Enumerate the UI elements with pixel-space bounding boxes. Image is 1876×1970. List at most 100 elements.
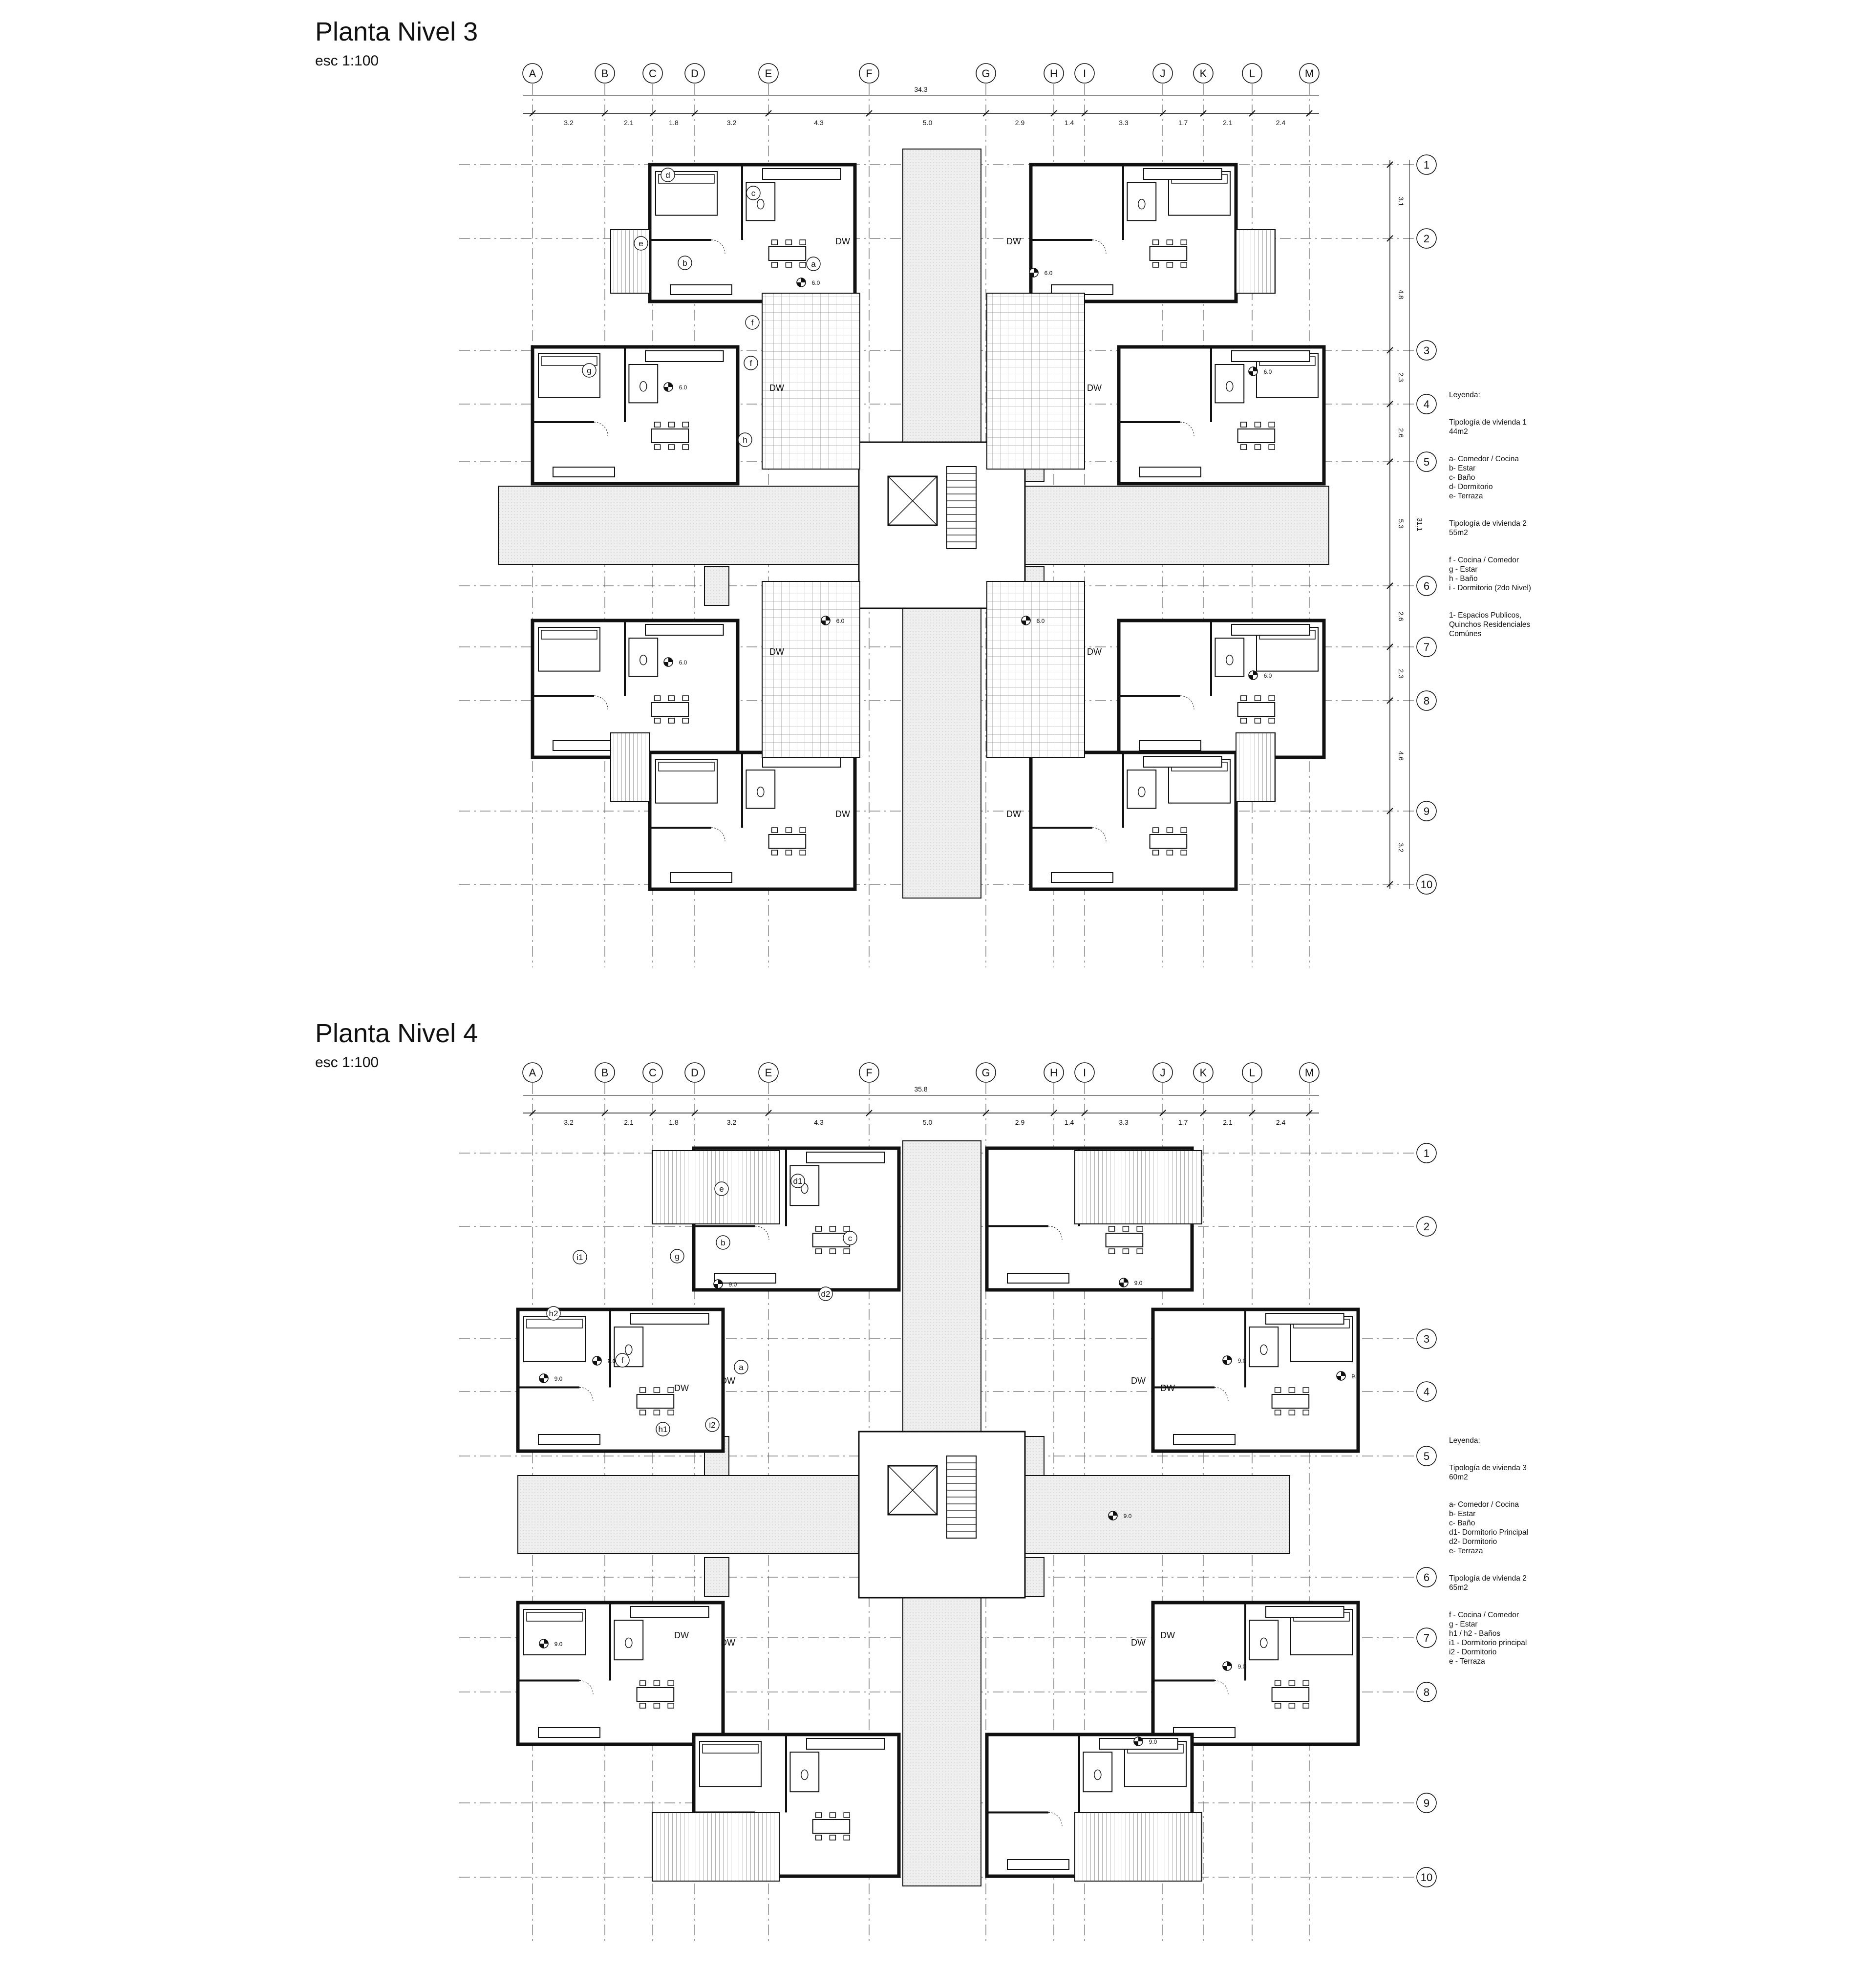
legend-public-spaces: 1- Espacios Publicos, Quinchos Residenci… [1449, 611, 1531, 638]
grid-label-column: K [1200, 1067, 1207, 1079]
dimension-tick [1159, 110, 1166, 117]
grid-label-column: M [1305, 1067, 1314, 1079]
grid-bubble-column [758, 1062, 779, 1083]
sofa [1007, 1273, 1069, 1284]
grid-bubble-row [1416, 1627, 1437, 1648]
toilet [1226, 381, 1234, 392]
grid-bubble-column [1193, 1062, 1214, 1083]
appliance-tag-dishwasher: DW [1160, 1383, 1175, 1393]
chair [843, 1226, 850, 1232]
chair [843, 1812, 850, 1818]
chair [1254, 444, 1261, 450]
apartment-unit [692, 1733, 901, 1878]
dimension-label: 1.7 [1178, 1118, 1188, 1126]
grid-bubble-column [522, 1062, 543, 1083]
level-marker-fill [539, 1374, 548, 1383]
level-marker-fill [664, 658, 673, 666]
grid-label-row: 5 [1424, 456, 1429, 468]
dimension-tick [1386, 643, 1393, 650]
chair [1108, 1248, 1115, 1254]
grid-label-row: 7 [1424, 1632, 1429, 1644]
chair [1240, 718, 1247, 724]
chair [639, 1680, 646, 1686]
dimension-tick [1249, 1110, 1256, 1116]
shared-patio [762, 293, 860, 470]
grid-bubble-row [1416, 637, 1437, 657]
chair [1274, 1703, 1281, 1709]
room-tag [546, 1306, 561, 1321]
pillow [541, 356, 597, 366]
chair [1288, 1703, 1296, 1709]
dimension-tick [1159, 1110, 1166, 1116]
level-marker-fill [1119, 1278, 1128, 1287]
room-tag [790, 1174, 805, 1188]
level-marker-fill [1249, 671, 1258, 680]
grid-bubble-row [1416, 154, 1437, 175]
dimension-tick [529, 110, 536, 117]
room-tag-label: d1 [793, 1177, 803, 1186]
sofa [538, 1434, 600, 1445]
dimension-tick [1050, 110, 1057, 117]
corridor-branch [704, 1557, 729, 1597]
grid-label-column: D [691, 67, 699, 80]
dimension-label: 2.1 [624, 1118, 634, 1126]
dimension-label: 3.3 [1119, 119, 1129, 127]
room-tag-label: d [665, 171, 670, 180]
dimension-tick [649, 1110, 656, 1116]
level-marker-label: 9.0 [1238, 1357, 1246, 1364]
chair [653, 1703, 661, 1709]
room-tag-label: a [739, 1363, 744, 1372]
grid-bubble-row [1416, 1328, 1437, 1349]
pillow [526, 1319, 583, 1328]
dimension-label: 2.4 [1276, 1118, 1286, 1126]
grid-bubble-column [1152, 63, 1173, 84]
dimension-label: 2.1 [1223, 1118, 1233, 1126]
chair [799, 239, 806, 245]
dimension-label: 3.2 [564, 1118, 574, 1126]
level-marker-label: 6.0 [1264, 368, 1272, 375]
level-marker-fill [593, 1356, 601, 1365]
chair [1302, 1680, 1309, 1686]
chair [1152, 827, 1159, 833]
dimension-tick [1249, 110, 1256, 117]
grid-label-column: C [649, 1067, 657, 1079]
terrace [1074, 1150, 1202, 1224]
room-tag [738, 432, 752, 447]
dimension-label: 1.4 [1065, 1118, 1074, 1126]
grid-label-column: D [691, 1067, 699, 1079]
plan-legend: Leyenda: Tipología de vivienda 1 44m2 a-… [1449, 381, 1531, 648]
appliance-tag-dishwasher: DW [1006, 809, 1021, 819]
level-marker-fill [539, 1639, 548, 1648]
dimension-tick [1200, 110, 1207, 117]
chair [1166, 827, 1173, 833]
chair [1122, 1248, 1130, 1254]
chair [1288, 1680, 1296, 1686]
kitchen-counter [645, 624, 724, 636]
dimension-tick [1386, 697, 1393, 704]
grid-label-column: H [1050, 67, 1058, 80]
appliance-tag-dishwasher: DW [1087, 383, 1102, 393]
legend-heading: Leyenda: [1449, 1436, 1480, 1445]
terrace [652, 1812, 780, 1882]
chair [654, 695, 661, 701]
apartment-unit [516, 1601, 725, 1746]
dining-table [768, 246, 807, 261]
dimension-tick [765, 1110, 772, 1116]
kitchen-counter [630, 1313, 709, 1325]
dining-table [1271, 1687, 1310, 1702]
elevator-cross [888, 476, 938, 526]
chair [1274, 1387, 1281, 1393]
level-marker-fill [821, 616, 830, 625]
grid-bubble-column [1074, 1062, 1095, 1083]
dimension-tick [1306, 1110, 1313, 1116]
chair [668, 718, 675, 724]
dining-table [636, 1687, 675, 1702]
grid-label-row: 10 [1421, 1871, 1432, 1884]
sofa [714, 1273, 776, 1284]
dining-table [1271, 1394, 1310, 1409]
dining-table [1237, 428, 1276, 443]
legend-heading: Leyenda: [1449, 391, 1480, 399]
apartment-unit [1151, 1307, 1360, 1453]
